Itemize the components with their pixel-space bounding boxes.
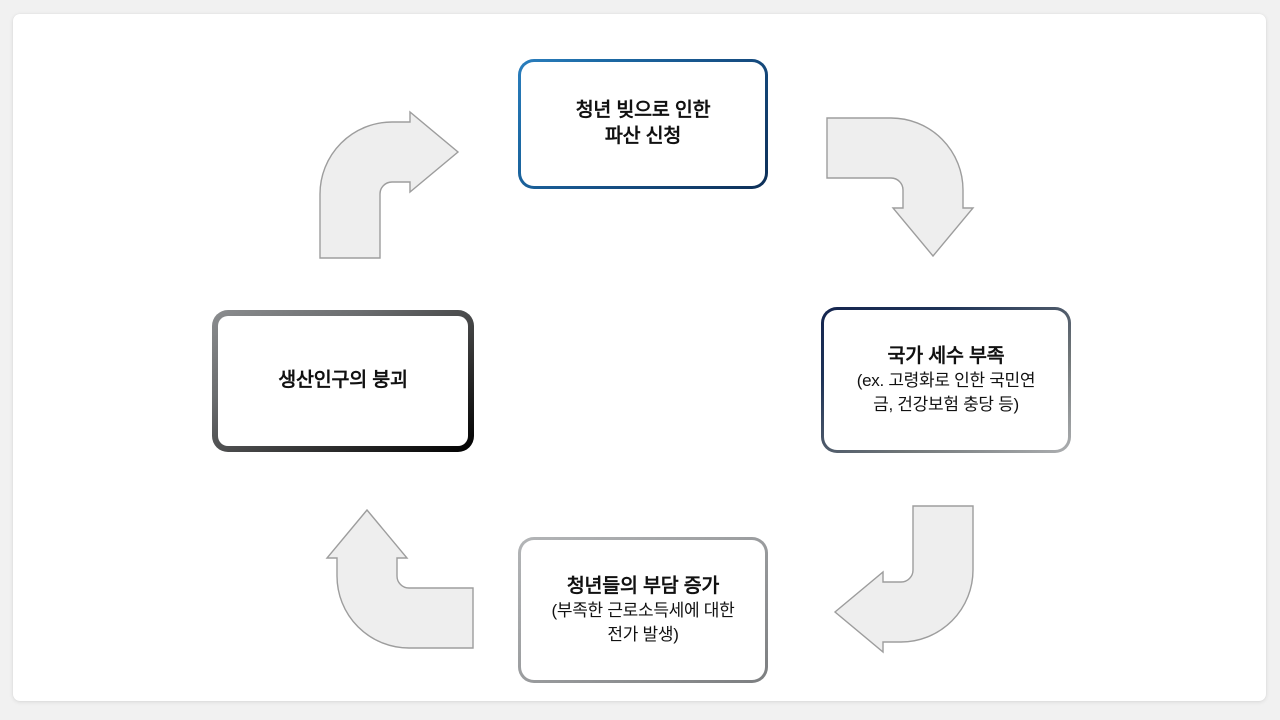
arrow-debt-to-tax [825, 116, 975, 262]
node-title: 국가 세수 부족 [887, 344, 1005, 367]
cycle-diagram: 청년 빚으로 인한 파산 신청 국가 세수 부족 (ex. 고령화로 인한 국민… [13, 14, 1266, 701]
node-youth-burden-increase[interactable]: 청년들의 부담 증가 (부족한 근로소득세에 대한 전가 발생) [518, 537, 768, 683]
node-youth-bankruptcy[interactable]: 청년 빚으로 인한 파산 신청 [518, 59, 768, 189]
node-working-population-collapse[interactable]: 생산인구의 붕괴 [212, 310, 474, 452]
slide-canvas: 청년 빚으로 인한 파산 신청 국가 세수 부족 (ex. 고령화로 인한 국민… [13, 14, 1266, 701]
node-subtitle-line1: (부족한 근로소득세에 대한 [551, 601, 735, 621]
node-subtitle-line2: 전가 발생) [607, 624, 679, 644]
arrow-collapse-to-debt [318, 110, 470, 260]
node-title: 생산인구의 붕괴 [278, 369, 408, 392]
arrow-tax-to-burden [825, 504, 977, 654]
node-national-tax-shortage[interactable]: 국가 세수 부족 (ex. 고령화로 인한 국민연 금, 건강보험 충당 등) [821, 307, 1071, 453]
node-subtitle-line1: (ex. 고령화로 인한 국민연 [856, 371, 1036, 391]
node-title-line1: 청년 빚으로 인한 [575, 99, 711, 122]
arrow-burden-to-collapse [325, 504, 475, 650]
node-title: 청년들의 부담 증가 [566, 574, 720, 597]
node-subtitle-line2: 금, 건강보험 충당 등) [873, 394, 1019, 414]
node-title-line2: 파산 신청 [604, 125, 682, 147]
